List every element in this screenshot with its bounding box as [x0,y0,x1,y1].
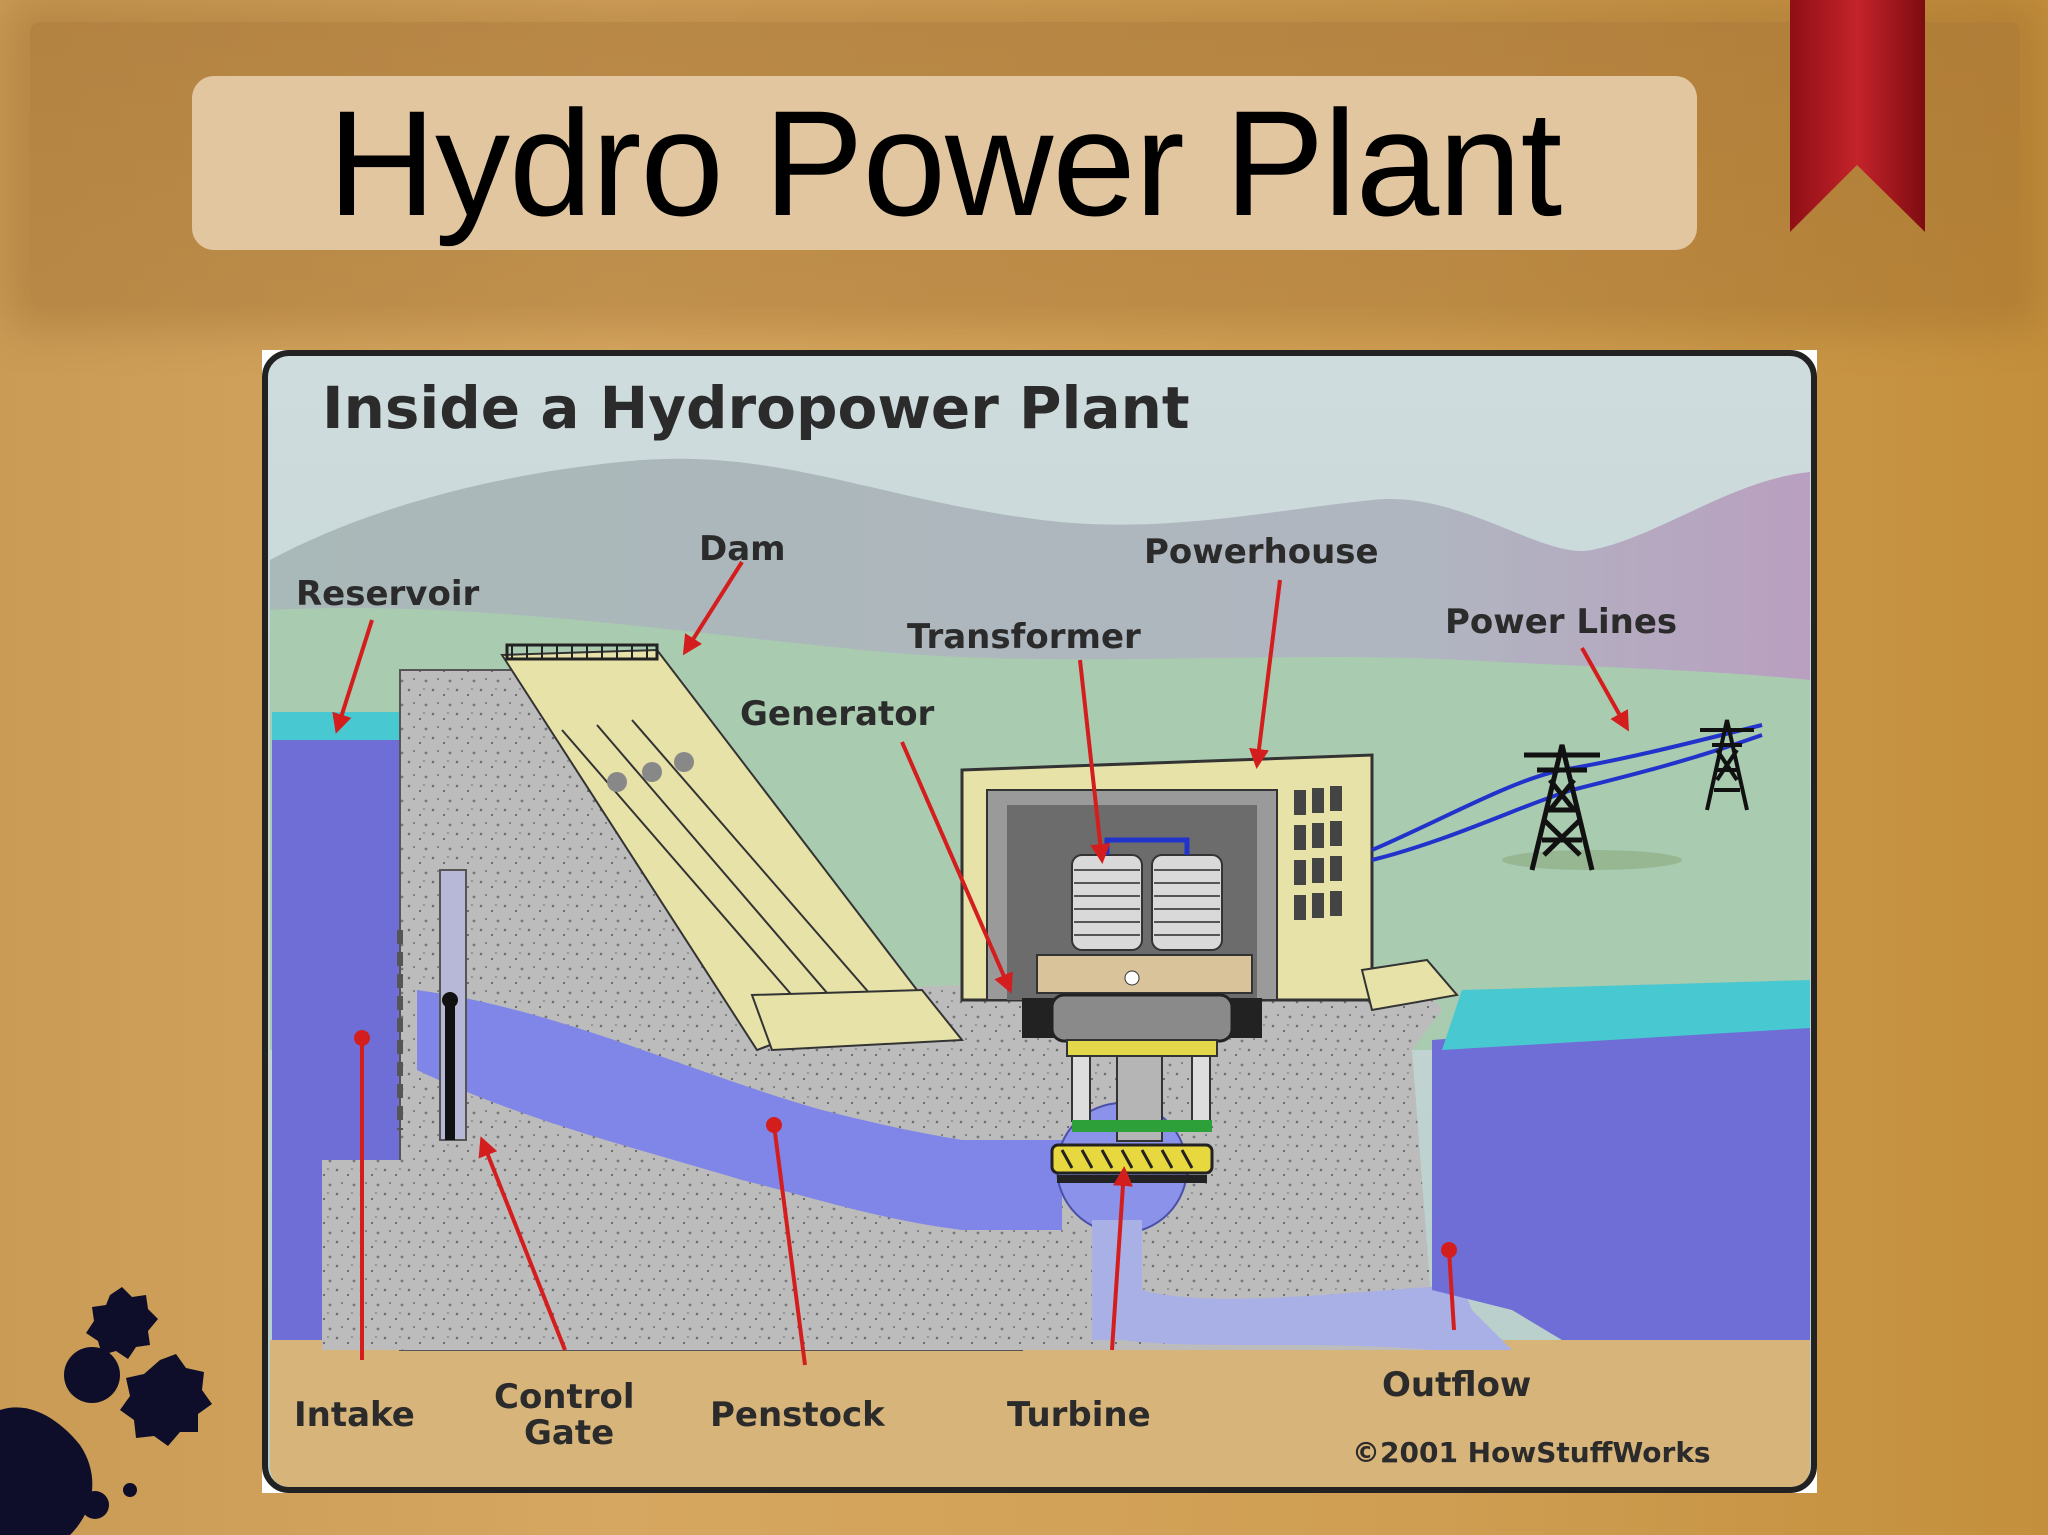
label-powerhouse: Powerhouse [1144,532,1379,572]
hydropower-diagram: Inside a Hydropower Plant Reservoir Dam … [262,350,1817,1493]
label-dam: Dam [699,529,786,569]
label-power-lines: Power Lines [1445,602,1677,642]
copyright-text: ©2001 HowStuffWorks [1352,1436,1711,1469]
slide-title: Hydro Power Plant [327,78,1563,247]
label-outflow: Outflow [1382,1365,1531,1405]
label-reservoir: Reservoir [296,574,479,614]
bookmark-ribbon-icon [1790,0,1925,232]
penstock-tube [417,990,1062,1230]
ink-splatter-decoration [0,1287,212,1535]
label-transformer: Transformer [907,617,1141,657]
transmission-tower-far [1700,719,1754,811]
transmission-tower-near [1524,744,1600,871]
label-intake: Intake [294,1395,415,1435]
label-control-gate-line1: Control [494,1377,635,1417]
title-box: Hydro Power Plant [192,76,1697,250]
label-control-gate-line2: Gate [524,1413,614,1453]
label-penstock: Penstock [710,1395,886,1435]
label-generator: Generator [740,694,935,734]
turbine-unit [1050,1143,1214,1183]
label-turbine: Turbine [1007,1395,1151,1435]
diagram-heading: Inside a Hydropower Plant [322,374,1190,442]
generator-unit [1022,954,1262,1142]
